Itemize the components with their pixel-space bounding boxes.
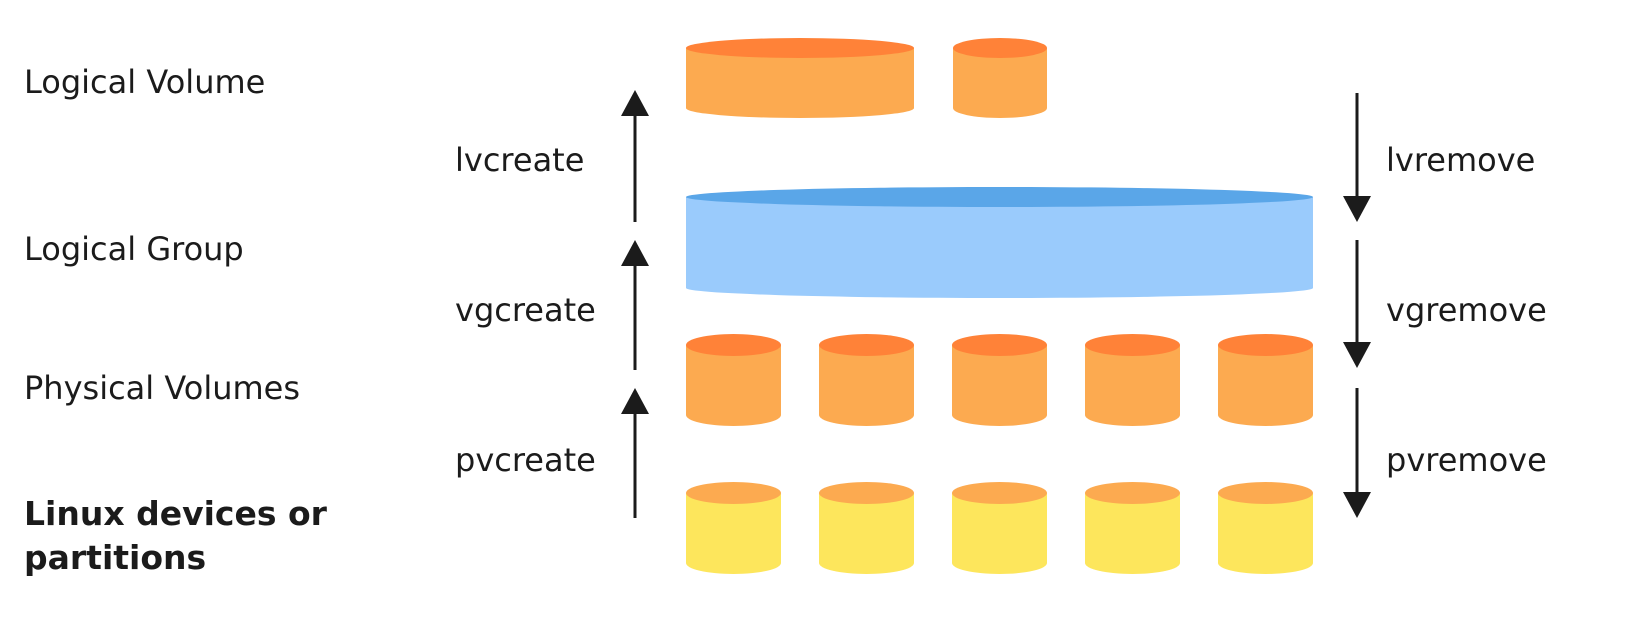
arrow-head — [621, 240, 649, 266]
cylinder-body — [1218, 493, 1314, 574]
arrow-up-icon — [621, 388, 649, 518]
cylinder-body — [819, 345, 914, 426]
cylinder-body — [1218, 345, 1314, 426]
cylinder-top — [1218, 482, 1313, 504]
arrow-head — [1343, 492, 1371, 518]
cmd-vgremove: vgremove — [1386, 291, 1547, 329]
cylinder-body — [686, 197, 1313, 298]
arrow-down-icon — [1343, 240, 1371, 368]
arrow-down-icon — [1343, 93, 1371, 222]
cylinder-body — [686, 493, 781, 574]
cylinder-top — [686, 334, 781, 356]
label-linux-devices: Linux devices or partitions — [24, 494, 327, 577]
cylinder-top — [952, 482, 1047, 504]
physical-volume-disk — [686, 334, 781, 426]
cylinder-top — [1085, 334, 1180, 356]
arrow-down-icon — [1343, 388, 1371, 518]
cmd-vgcreate: vgcreate — [455, 291, 596, 329]
cylinder-body — [1085, 493, 1180, 574]
cylinder-body — [952, 345, 1047, 426]
cmd-pvcreate: pvcreate — [455, 441, 596, 479]
arrow-head — [621, 388, 649, 414]
linux-device-disk — [1218, 482, 1314, 574]
cmd-lvcreate: lvcreate — [455, 141, 585, 179]
cylinder-top — [819, 334, 914, 356]
cmd-pvremove: pvremove — [1386, 441, 1547, 479]
logical-volume-disk-large — [686, 38, 914, 118]
cylinder-body — [953, 48, 1047, 118]
physical-volume-disk — [952, 334, 1047, 426]
physical-volume-disk — [1085, 334, 1180, 426]
arrow-head — [1343, 342, 1371, 368]
cylinder-body — [686, 345, 781, 426]
cylinder-top — [819, 482, 914, 504]
cylinder-top — [953, 38, 1047, 58]
label-logical-volume: Logical Volume — [24, 63, 266, 101]
linux-device-disk — [952, 482, 1047, 574]
physical-volume-disk — [819, 334, 914, 426]
cylinder-top — [1218, 334, 1313, 356]
cylinder-top — [952, 334, 1047, 356]
logical-volume-disk-small — [953, 38, 1047, 118]
physical-volume-disk — [1218, 334, 1314, 426]
cylinder-body — [952, 493, 1047, 574]
linux-device-disk — [1085, 482, 1180, 574]
label-logical-group: Logical Group — [24, 230, 244, 268]
cmd-lvremove: lvremove — [1386, 141, 1536, 179]
volume-group-disk — [686, 187, 1313, 298]
arrow-head — [621, 90, 649, 116]
cylinder-top — [1085, 482, 1180, 504]
cylinder-body — [1085, 345, 1180, 426]
linux-device-disk — [686, 482, 781, 574]
cylinder-top — [686, 187, 1313, 207]
label-physical-volumes: Physical Volumes — [24, 369, 301, 407]
cylinder-top — [686, 482, 781, 504]
cylinder-top — [686, 38, 914, 58]
cylinder-body — [819, 493, 914, 574]
cylinder-body — [686, 48, 914, 118]
linux-device-disk — [819, 482, 914, 574]
arrow-up-icon — [621, 90, 649, 222]
arrow-head — [1343, 196, 1371, 222]
arrow-up-icon — [621, 240, 649, 370]
